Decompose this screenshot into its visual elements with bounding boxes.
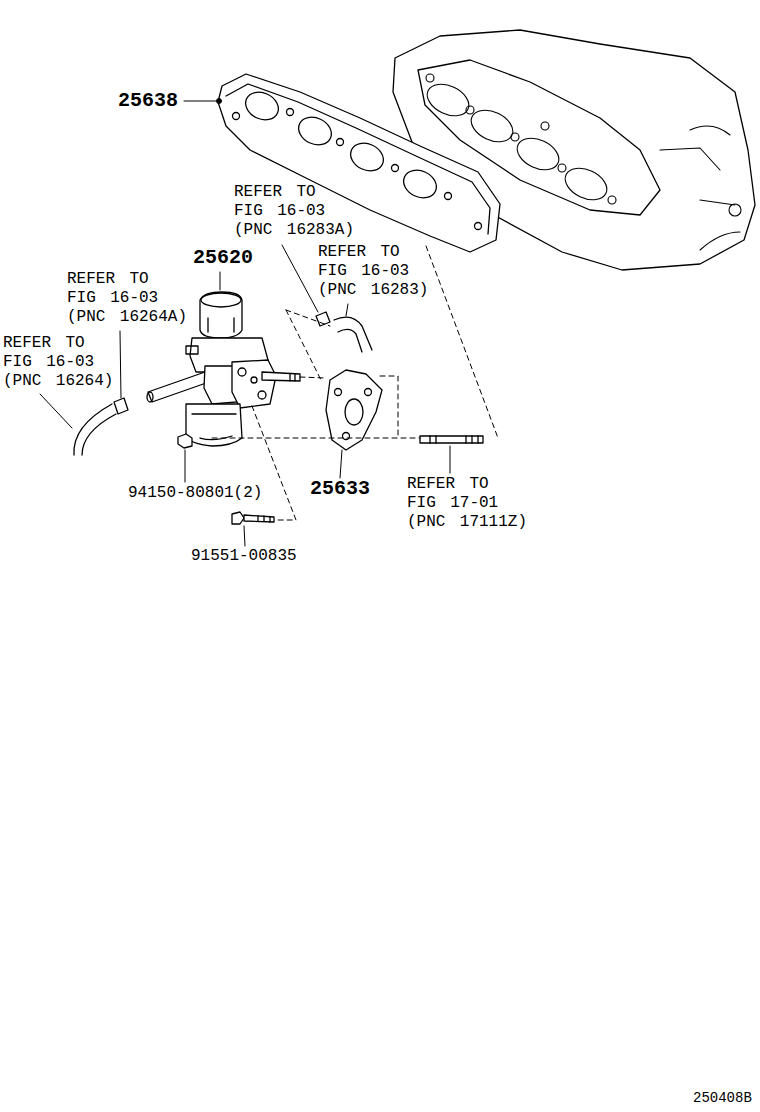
figure-code: 250408B: [693, 1090, 752, 1106]
reference-note: REFER TO FIG 16-03 (PNC 16283): [318, 243, 441, 300]
part-number: 25620: [193, 247, 253, 269]
reference-note: REFER TO FIG 16-03 (PNC 16264): [3, 334, 126, 391]
part-number: 25633: [310, 478, 370, 500]
reference-note: REFER TO FIG 16-03 (PNC 16283A): [234, 183, 357, 240]
manifold-gasket: [218, 74, 500, 252]
hoses: [74, 312, 372, 455]
reference-note: REFER TO FIG 16-03 (PNC 16264A): [67, 270, 190, 327]
part-number: 91551-00835: [191, 547, 297, 565]
leader-lines: [40, 99, 450, 547]
part-number: 25638: [118, 90, 178, 112]
reference-note: REFER TO FIG 17-01 (PNC 17111Z): [407, 475, 530, 532]
part-number: 94150-80801(2): [128, 484, 262, 502]
